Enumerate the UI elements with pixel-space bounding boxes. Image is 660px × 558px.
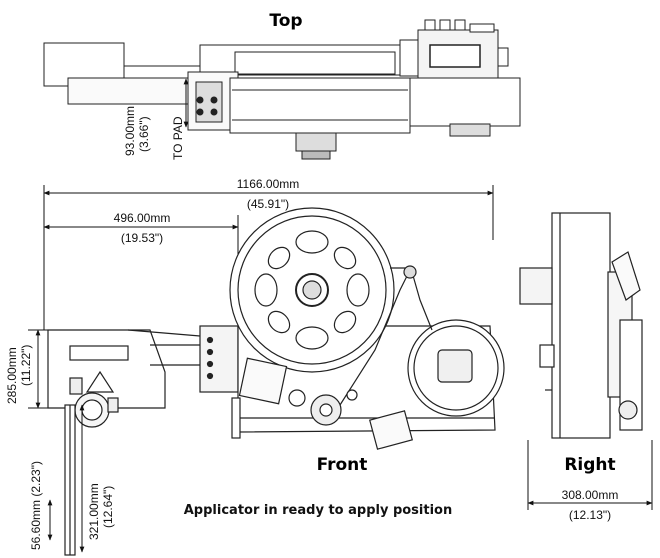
to-pad-mm-label: 93.00mm xyxy=(123,106,137,156)
arm-width-mm-label: 496.00mm xyxy=(114,211,171,225)
pad-depth-inch-label: (12.64") xyxy=(101,486,115,528)
top-view-drawing xyxy=(43,19,521,160)
right-width-dimension xyxy=(527,440,653,510)
overall-width-inch-label: (45.91") xyxy=(247,197,289,211)
pad-offset-label: 56.60mm (2.23") xyxy=(29,461,43,550)
overall-width-mm-label: 1166.00mm xyxy=(237,177,299,191)
arm-height-inch-label: (11.22") xyxy=(19,345,33,386)
right-view-title: Right xyxy=(564,455,615,475)
to-pad-inch-label: (3.66") xyxy=(137,116,151,152)
front-view-title: Front xyxy=(317,455,368,475)
front-view-drawing xyxy=(47,207,505,556)
right-width-mm-label: 308.00mm xyxy=(562,488,619,502)
arm-width-inch-label: (19.53") xyxy=(121,231,163,245)
top-view-title: Top xyxy=(269,11,302,31)
arm-height-mm-label: 285.00mm xyxy=(5,347,19,404)
right-view-drawing xyxy=(519,212,643,439)
pad-dimension-lines xyxy=(47,404,85,553)
caption: Applicator in ready to apply position xyxy=(184,503,453,518)
right-width-inch-label: (12.13") xyxy=(569,508,611,522)
to-pad-label: TO PAD xyxy=(171,116,185,160)
pad-depth-mm-label: 321.00mm xyxy=(87,483,101,540)
